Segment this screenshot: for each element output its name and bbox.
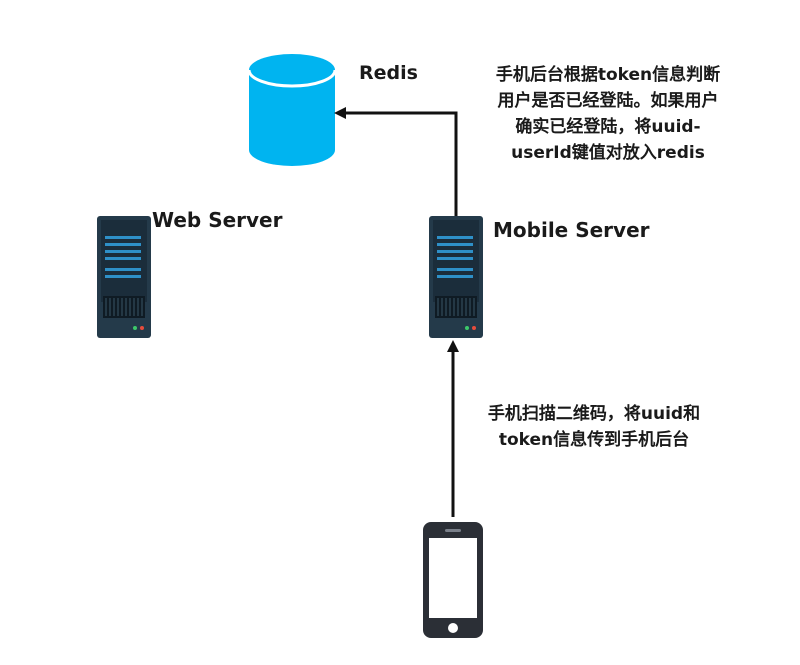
note-line: token信息传到手机后台 [498,430,690,450]
web-server-label: Web Server [152,208,283,232]
note-qr-scan: 手机扫描二维码，将uuid和 token信息传到手机后台 [454,401,734,453]
note-line: userId键值对放入redis [511,143,705,163]
redis-database-icon[interactable] [247,54,337,166]
arrow-mobile-to-redis [334,107,458,216]
note-line: 手机后台根据token信息判断 [495,65,721,85]
redis-label: Redis [359,62,418,84]
mobile-server-label: Mobile Server [493,218,650,242]
note-line: 确实已经登陆，将uuid- [515,117,701,137]
mobile-server-icon[interactable] [429,216,483,338]
web-server-icon[interactable] [97,216,151,338]
smartphone-icon[interactable] [423,522,483,638]
note-line: 手机扫描二维码，将uuid和 [487,404,701,424]
note-redis-store: 手机后台根据token信息判断 用户是否已经登陆。如果用户 确实已经登陆，将uu… [462,62,754,166]
note-line: 用户是否已经登陆。如果用户 [497,91,719,111]
